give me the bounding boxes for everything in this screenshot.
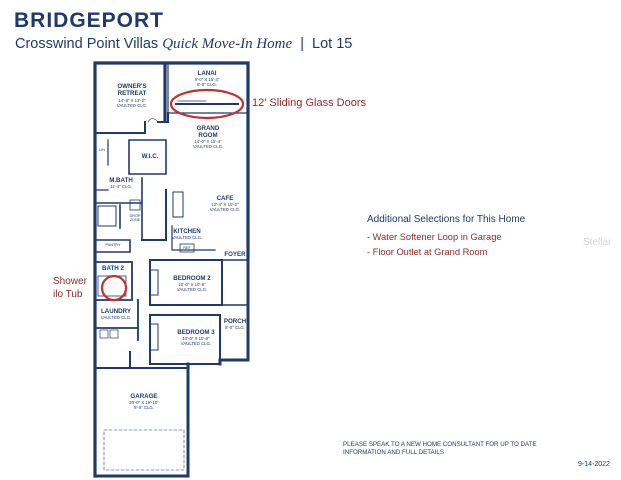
kitchen-counter: [171, 225, 216, 251]
room-foyer: FOYER: [224, 251, 246, 258]
garage-door: [103, 429, 185, 471]
washer: [99, 329, 109, 339]
room-m-bath: M.BATH: [109, 177, 133, 184]
room-grand-room-dims: 14'-0" X 15'-4" VAULTED CLG.: [192, 139, 224, 149]
selection-item: - Floor Outlet at Grand Room: [367, 247, 488, 257]
retreat-wall: [94, 112, 169, 134]
bedroom3-wall: [149, 314, 221, 365]
room-bedroom-2: BEDROOM 2: [173, 275, 211, 282]
room-garage: GARAGE: [130, 393, 158, 400]
pantry-wall: [94, 239, 131, 253]
laundry-wall: [94, 299, 139, 341]
kitchen-island: [172, 191, 184, 218]
room-kitchen-dims: VAULTED CLG.: [171, 235, 203, 240]
sliding-doors-highlight: [169, 88, 245, 120]
room-laundry-dims: VAULTED CLG.: [100, 315, 132, 320]
bath-wall: [94, 177, 143, 241]
room-bedroom-3-dims: 10'-0" X 10'-8" VAULTED CLG.: [180, 336, 212, 346]
revision-date: 9-14-2022: [578, 461, 610, 468]
room-bath-2: BATH 2: [102, 265, 124, 272]
room-porch-dims: 8'-0" CLG.: [225, 325, 245, 330]
room-bedroom-3: BEDROOM 3: [177, 329, 215, 336]
room-m-bath-dims: 11'-4" CLG.: [110, 184, 132, 189]
shower-highlight: [100, 274, 128, 302]
shower-callout: Shower ilo Tub: [53, 276, 87, 300]
exterior-wall: [93, 61, 250, 478]
closet-wall: [94, 139, 109, 191]
home-type: Quick Move-In Home: [162, 36, 293, 52]
room-wic: W.I.C.: [141, 153, 159, 160]
room-bedroom-2-dims: 10'-0" X 10'-8" VAULTED CLG.: [176, 282, 208, 292]
room-kitchen: KITCHEN: [173, 228, 201, 235]
watermark: Stellar: [583, 237, 612, 248]
lot-number: Lot 15: [312, 36, 353, 52]
label-lin: LIN: [99, 148, 105, 152]
vanity-sink: [129, 199, 141, 211]
label-drop-zone: DROP ZONE: [129, 214, 141, 223]
room-garage-dims: 20'-0" X 19'-10" 8'-0" CLG.: [129, 400, 159, 410]
owner-hall-wall: [141, 189, 167, 241]
bedroom2-closet: [149, 269, 159, 296]
bedroom3-closet: [149, 323, 159, 351]
shower-stall: [97, 205, 117, 227]
additional-selections: Additional Selections for This Home - Wa…: [367, 214, 525, 262]
retreat-door-swing: [147, 118, 159, 123]
room-grand-room: GRAND ROOM: [196, 125, 220, 139]
wic-wall: [128, 139, 167, 175]
selections-heading: Additional Selections for This Home: [367, 214, 526, 225]
label-ref: REF: [183, 246, 191, 250]
selection-item: - Water Softener Loop in Garage: [367, 232, 502, 242]
page-subtitle: Crosswind Point Villas Quick Move-In Hom…: [15, 36, 352, 53]
room-owners-retreat-dims: 14'-8" X 13'-2" VAULTED CLG.: [116, 98, 148, 108]
room-laundry: LAUNDRY: [100, 308, 132, 315]
room-pantry: PANTRY: [105, 243, 121, 247]
foyer-wall: [221, 259, 249, 306]
subtitle-separator: |: [300, 36, 304, 52]
room-owners-retreat: OWNER'S RETREAT: [117, 83, 147, 97]
model-title: BRIDGEPORT: [14, 9, 165, 32]
garage-wall: [94, 351, 189, 369]
room-lanai: LANAI: [197, 70, 217, 77]
room-cafe: CAFE: [216, 195, 234, 202]
sliding-doors-callout: 12' Sliding Glass Doors: [252, 97, 366, 109]
room-cafe-dims: 12'-4" X 10'-2" VAULTED CLG.: [209, 202, 241, 212]
disclaimer-text: PLEASE SPEAK TO A NEW HOME CONSULTANT FO…: [343, 441, 537, 457]
community-name: Crosswind Point Villas: [15, 36, 159, 52]
refrigerator: [179, 243, 195, 253]
room-porch: PORCH: [223, 318, 247, 325]
room-lanai-dims: 8'-0" X 15'-4" 8'-0" CLG.: [194, 77, 220, 87]
dryer: [109, 329, 119, 339]
